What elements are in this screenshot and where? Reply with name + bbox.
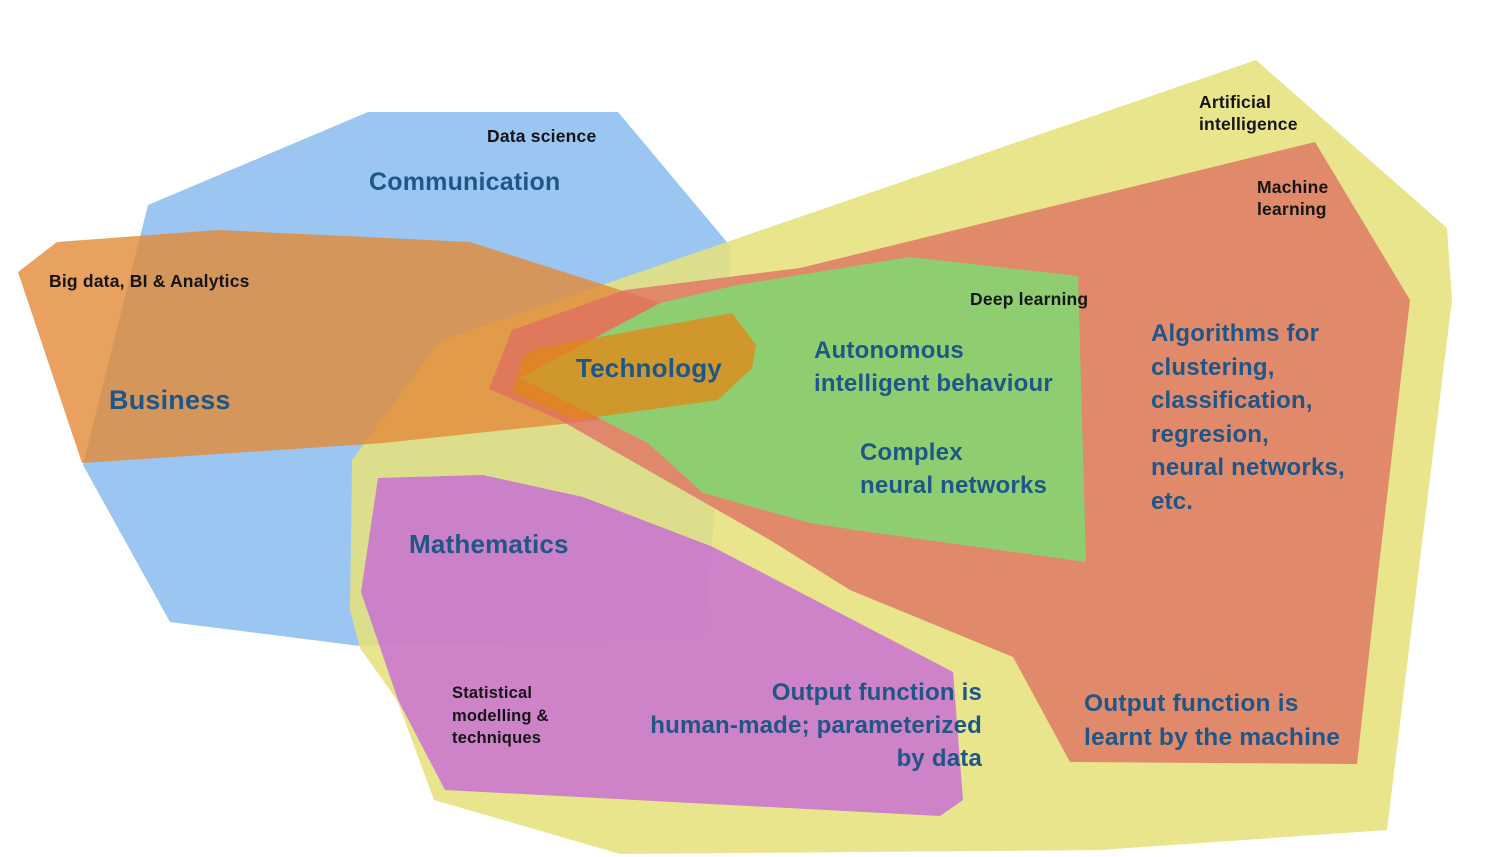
label-machine-learning: Machine learning — [1257, 176, 1328, 220]
label-line: intelligence — [1199, 114, 1298, 134]
label-artificial-intelligence: Artificial intelligence — [1199, 91, 1298, 135]
label-data-science: Data science — [487, 126, 597, 146]
label-line: Algorithms for — [1151, 320, 1320, 347]
label-line: intelligent behaviour — [814, 370, 1053, 397]
label-line: Machine — [1257, 177, 1329, 197]
label-communication: Communication — [369, 168, 561, 196]
label-line: etc. — [1151, 487, 1194, 515]
label-mathematics: Mathematics — [409, 529, 569, 559]
label-line: regresion, — [1151, 420, 1270, 448]
label-line: Output function is — [771, 679, 982, 706]
label-business: Business — [109, 385, 231, 415]
label-line: clustering, — [1151, 353, 1275, 381]
label-big-data-bi-analytics: Big data, BI & Analytics — [49, 271, 250, 291]
label-line: neural networks — [860, 472, 1048, 499]
mathematics-region — [361, 475, 963, 816]
label-statistical-modelling: Statistical modelling & techniques — [452, 682, 549, 750]
label-output-function-human: Output function is human-made; parameter… — [650, 676, 982, 775]
label-line: learning — [1257, 199, 1327, 219]
label-line: techniques — [452, 729, 542, 747]
label-line: learnt by the machine — [1084, 724, 1341, 751]
label-line: by data — [896, 745, 982, 772]
label-line: modelling & — [452, 706, 549, 725]
label-line: Autonomous — [814, 337, 964, 364]
label-technology: Technology — [576, 353, 722, 383]
label-line: Complex — [860, 439, 963, 466]
label-line: neural networks, — [1151, 454, 1345, 481]
label-line: Artificial — [1199, 92, 1272, 112]
label-line: human-made; parameterized — [650, 712, 982, 739]
label-deep-learning: Deep learning — [970, 289, 1089, 309]
label-algorithms-list: Algorithms for clustering, classificatio… — [1151, 317, 1345, 518]
label-output-function-machine: Output function is learnt by the machine — [1084, 687, 1340, 755]
label-complex-neural-networks: Complex neural networks — [860, 436, 1047, 502]
label-line: Statistical — [452, 684, 533, 702]
label-autonomous-intelligent-behaviour: Autonomous intelligent behaviour — [814, 334, 1053, 400]
label-line: Output function is — [1084, 690, 1299, 717]
label-line: classification, — [1151, 387, 1313, 414]
technology-region — [512, 313, 756, 420]
